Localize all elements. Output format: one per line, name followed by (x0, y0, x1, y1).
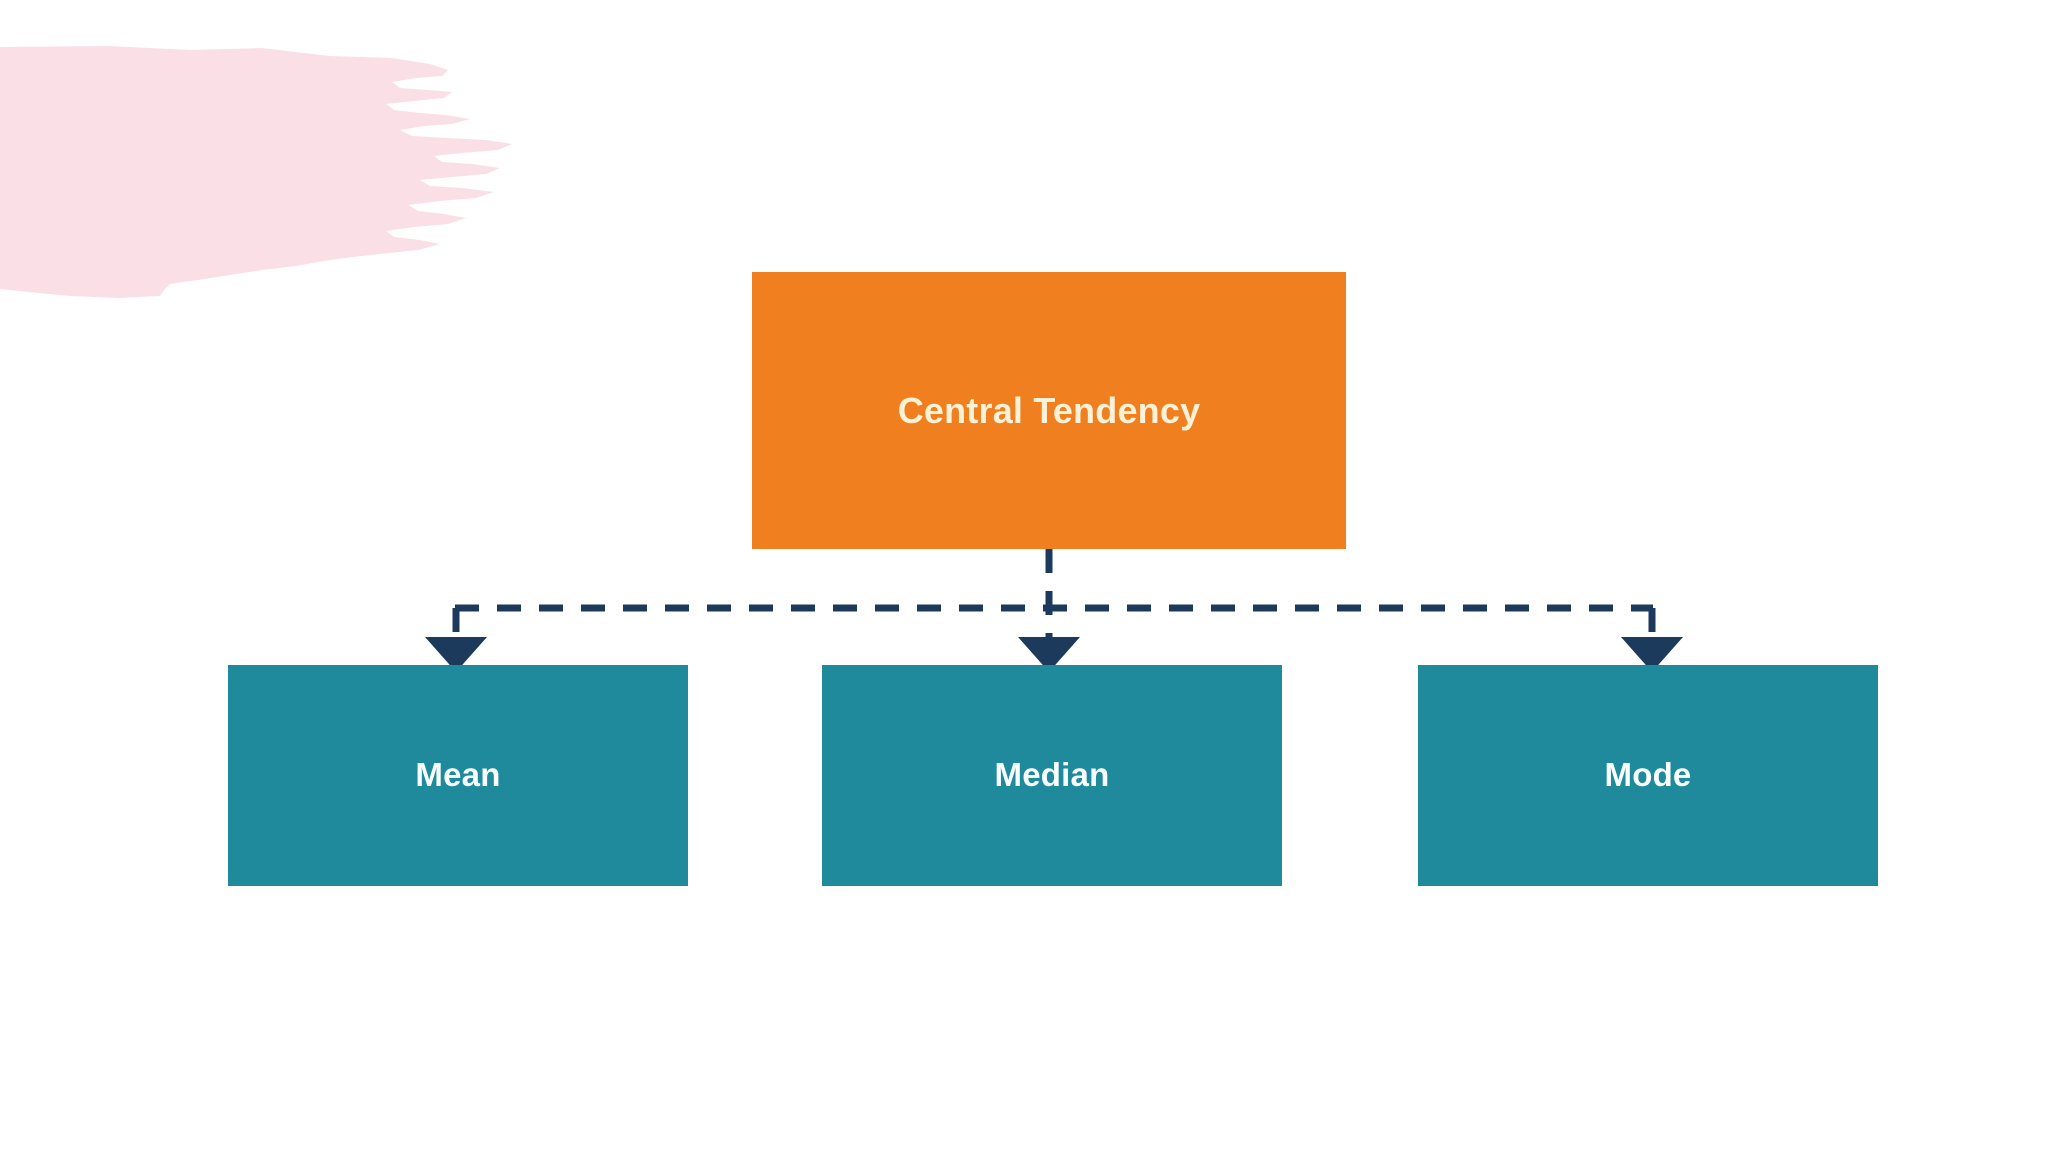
node-mode-label: Mode (1604, 756, 1692, 794)
node-mean[interactable]: Mean (228, 665, 688, 886)
pink-brush-stroke-icon (0, 46, 512, 298)
node-central-tendency-label: Central Tendency (897, 389, 1201, 431)
node-mean-label: Mean (415, 756, 501, 794)
node-central-tendency[interactable]: Central Tendency (752, 272, 1346, 549)
node-median-label: Median (994, 756, 1110, 794)
node-mode[interactable]: Mode (1418, 665, 1878, 886)
node-median[interactable]: Median (822, 665, 1282, 886)
